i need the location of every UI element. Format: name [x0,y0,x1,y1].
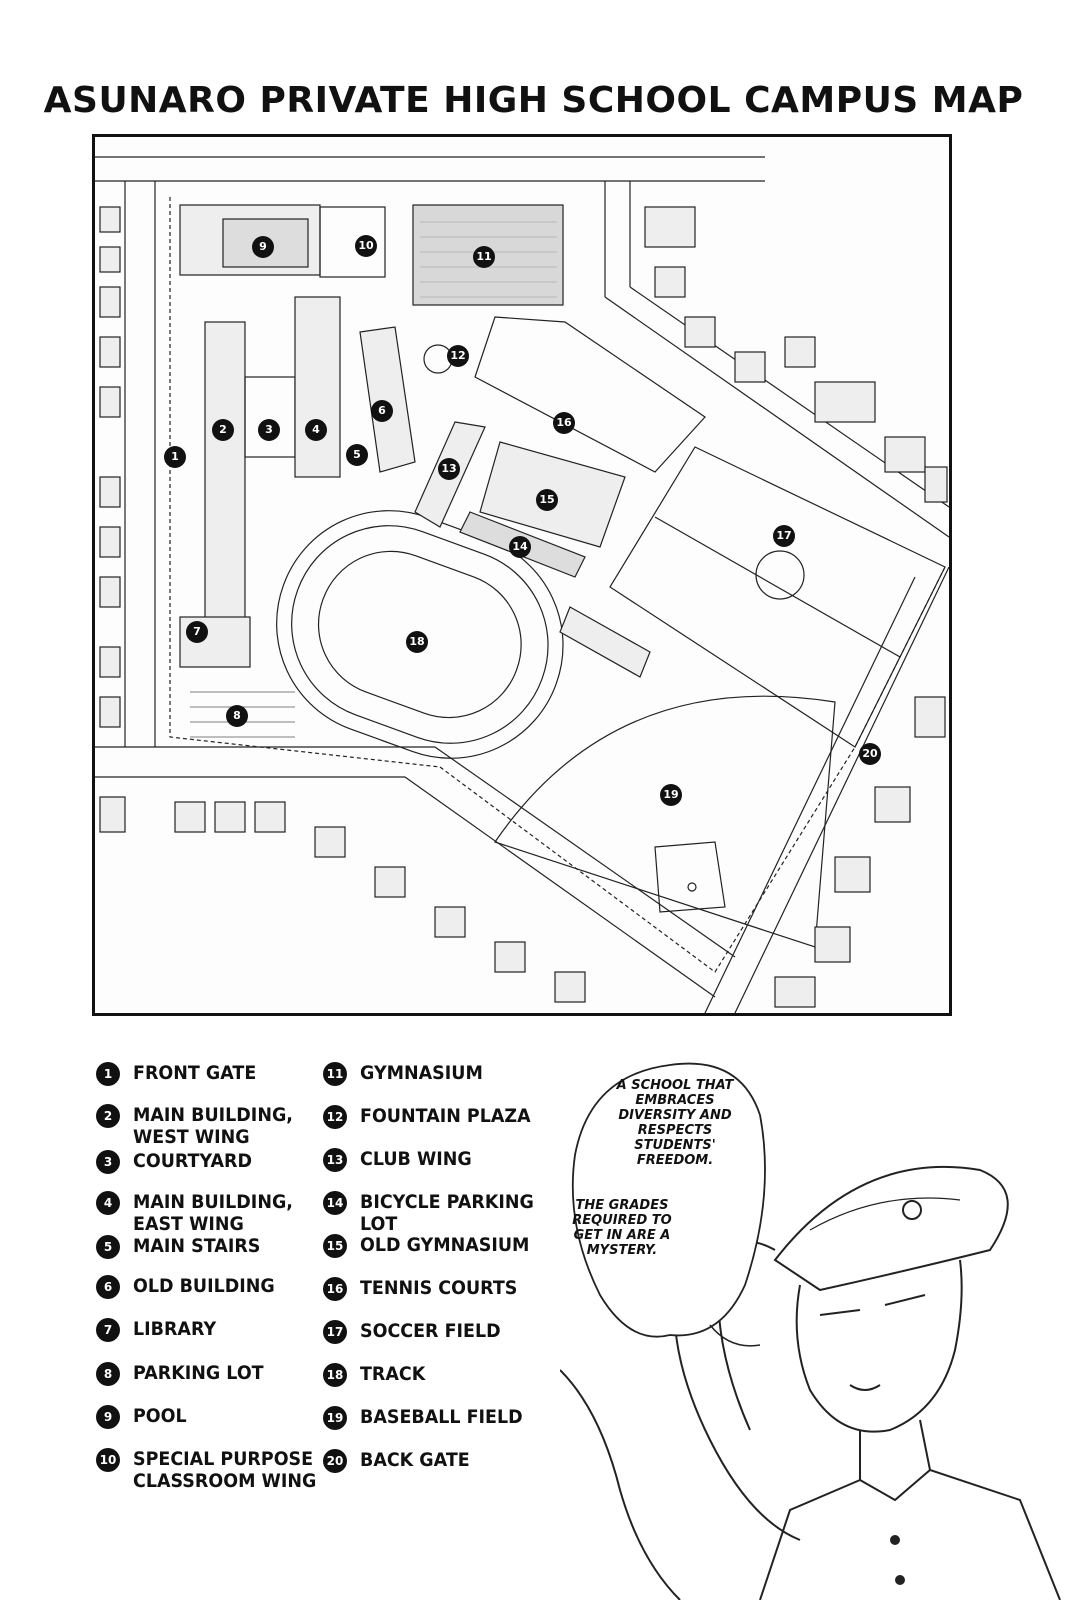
legend-label: OLD BUILDING [133,1275,275,1297]
legend-number: 5 [96,1235,120,1259]
campus-map-drawing [95,137,949,1013]
legend-item: 4 MAIN BUILDING, EAST WING [96,1191,353,1235]
legend-item: 6 OLD BUILDING [96,1275,353,1299]
legend-label: MAIN BUILDING, WEST WING [133,1104,293,1148]
speech-text-grades: THE GRADES REQUIRED TO GET IN ARE A MYST… [572,1198,672,1258]
legend-item: 7 LIBRARY [96,1318,353,1342]
legend-number: 2 [96,1104,120,1128]
legend-label: BACK GATE [360,1449,470,1471]
legend-item: 17 SOCCER FIELD [323,1320,580,1344]
legend-item: 11 GYMNASIUM [323,1062,580,1086]
legend-label: GYMNASIUM [360,1062,483,1084]
legend-label: FRONT GATE [133,1062,257,1084]
map-marker-10: 10 [355,235,377,257]
speech-text-freedom: A SCHOOL THAT EMBRACES DIVERSITY AND RES… [616,1078,734,1168]
legend-item: 12 FOUNTAIN PLAZA [323,1105,580,1129]
legend-number: 16 [323,1277,347,1301]
legend-item: 13 CLUB WING [323,1148,580,1172]
page-title: ASUNARO PRIVATE HIGH SCHOOL CAMPUS MAP [43,80,1024,121]
legend-number: 19 [323,1406,347,1430]
legend-number: 20 [323,1449,347,1473]
map-marker-9: 9 [252,236,274,258]
map-marker-11: 11 [473,246,495,268]
legend-item: 20 BACK GATE [323,1449,580,1473]
legend-label: MAIN BUILDING, EAST WING [133,1191,293,1235]
map-marker-12: 12 [447,345,469,367]
legend-label: FOUNTAIN PLAZA [360,1105,531,1127]
legend-label: BASEBALL FIELD [360,1406,523,1428]
legend-item: 3 COURTYARD [96,1150,353,1174]
legend-item: 18 TRACK [323,1363,580,1387]
legend-item: 8 PARKING LOT [96,1362,353,1386]
legend-number: 11 [323,1062,347,1086]
legend-item: 10 SPECIAL PURPOSE CLASSROOM WING [96,1448,353,1492]
legend-number: 6 [96,1275,120,1299]
legend-item: 19 BASEBALL FIELD [323,1406,580,1430]
legend-number: 8 [96,1362,120,1386]
legend-label: TRACK [360,1363,426,1385]
legend-number: 7 [96,1318,120,1342]
legend-item: 16 TENNIS COURTS [323,1277,580,1301]
map-marker-2: 2 [212,419,234,441]
legend-item: 5 MAIN STAIRS [96,1235,353,1259]
legend-label: BICYCLE PARKING LOT [360,1191,534,1235]
legend-label: CLUB WING [360,1148,472,1170]
legend-label: POOL [133,1405,187,1427]
map-marker-18: 18 [406,631,428,653]
legend-label: PARKING LOT [133,1362,264,1384]
speech-bubble [571,1062,766,1347]
legend-item: 9 POOL [96,1405,353,1429]
legend-number: 10 [96,1448,120,1472]
legend-number: 1 [96,1062,120,1086]
map-marker-20: 20 [859,743,881,765]
legend-number: 18 [323,1363,347,1387]
legend-number: 3 [96,1150,120,1174]
legend-number: 15 [323,1234,347,1258]
map-marker-4: 4 [305,419,327,441]
legend-number: 9 [96,1405,120,1429]
map-marker-3: 3 [258,419,280,441]
legend-number: 14 [323,1191,347,1215]
map-marker-6: 6 [371,400,393,422]
legend-label: SPECIAL PURPOSE CLASSROOM WING [133,1448,317,1492]
map-marker-13: 13 [438,458,460,480]
legend-item: 15 OLD GYMNASIUM [323,1234,580,1258]
legend-label: OLD GYMNASIUM [360,1234,530,1256]
legend-number: 4 [96,1191,120,1215]
map-marker-19: 19 [660,784,682,806]
legend-label: TENNIS COURTS [360,1277,518,1299]
legend-number: 13 [323,1148,347,1172]
map-marker-5: 5 [346,444,368,466]
legend-number: 17 [323,1320,347,1344]
legend-item: 14 BICYCLE PARKING LOT [323,1191,580,1235]
character-illustration [560,1166,1061,1600]
map-marker-8: 8 [226,705,248,727]
legend-item: 2 MAIN BUILDING, WEST WING [96,1104,353,1148]
legend-label: LIBRARY [133,1318,217,1340]
legend-item: 1 FRONT GATE [96,1062,353,1086]
legend-label: MAIN STAIRS [133,1235,261,1257]
legend-label: COURTYARD [133,1150,252,1172]
map-marker-7: 7 [186,621,208,643]
legend-number: 12 [323,1105,347,1129]
map-marker-16: 16 [553,412,575,434]
map-marker-15: 15 [536,489,558,511]
map-marker-17: 17 [773,525,795,547]
map-marker-14: 14 [509,536,531,558]
map-marker-1: 1 [164,446,186,468]
legend-label: SOCCER FIELD [360,1320,501,1342]
campus-map: 1 2 3 4 5 6 7 8 9 10 11 12 13 14 15 16 1… [92,134,952,1016]
